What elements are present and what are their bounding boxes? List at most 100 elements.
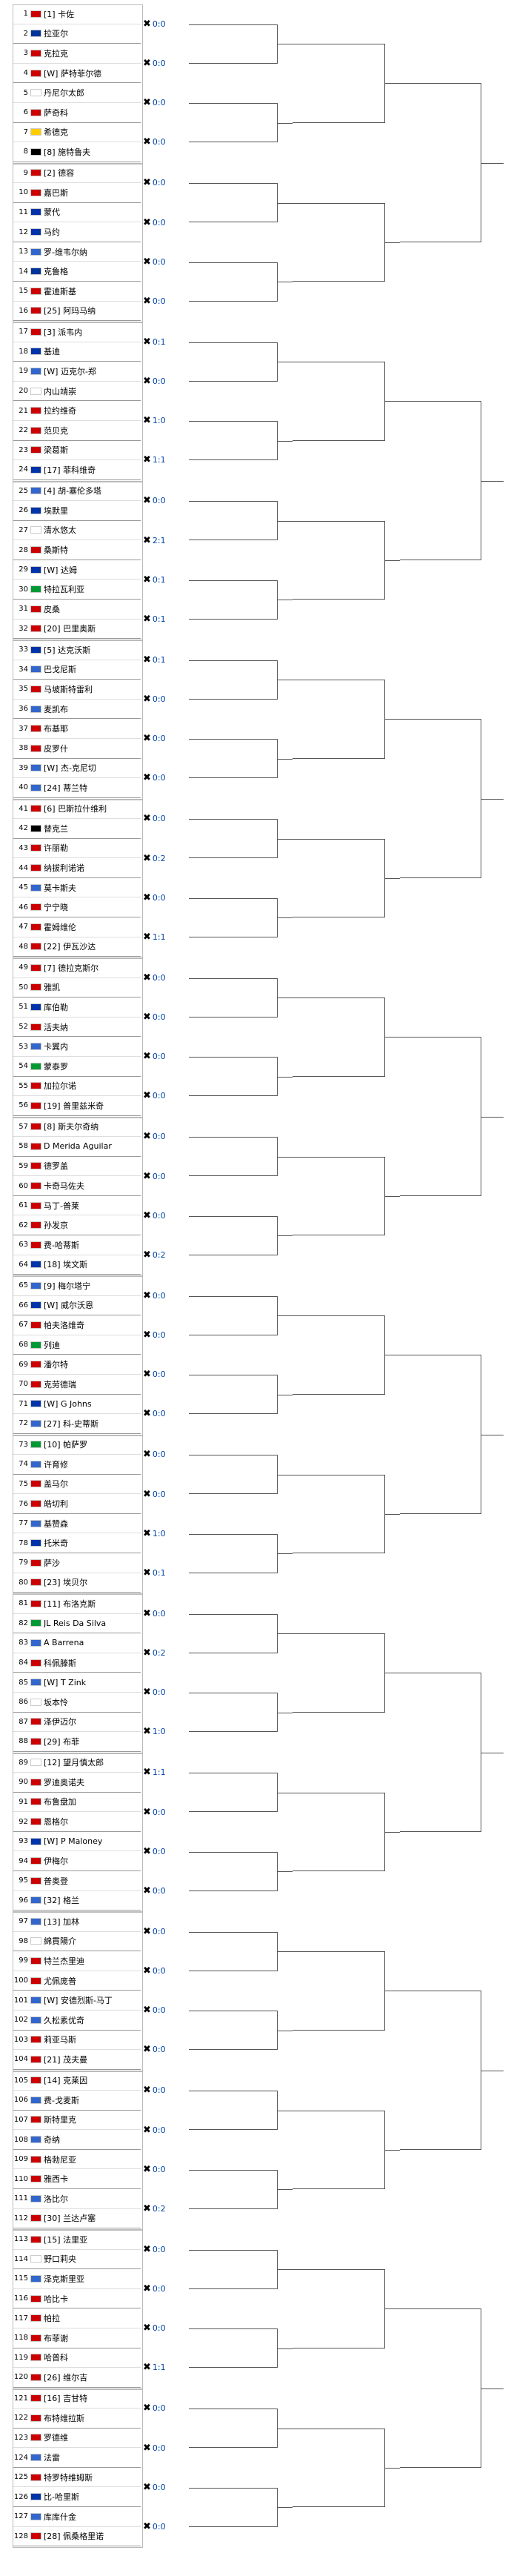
match-score[interactable]: ✖1:0 [143,411,187,431]
match-score[interactable]: ✖0:0 [143,491,187,511]
player-row[interactable]: 66[W] 威尔沃恩 [13,1296,141,1316]
player-row[interactable]: 9[2] 德容 [13,164,141,184]
player-row[interactable]: 73[10] 帕萨罗 [13,1435,141,1455]
player-row[interactable]: 24[17] 菲科维奇 [13,460,141,480]
match-score[interactable]: ✖0:2 [143,1245,187,1264]
match-score[interactable]: ✖2:1 [143,531,187,550]
player-row[interactable]: 85[W] T Zink [13,1673,141,1693]
match-score[interactable]: ✖0:1 [143,570,187,589]
player-row[interactable]: 80[23] 埃贝尔 [13,1573,141,1593]
match-score[interactable]: ✖1:0 [143,1722,187,1742]
match-score[interactable]: ✖0:0 [143,888,187,907]
match-score[interactable]: ✖0:0 [143,291,187,311]
match-score[interactable]: ✖0:0 [143,968,187,987]
player-row[interactable]: 32[20] 巴里奥斯 [13,620,141,640]
match-score[interactable]: ✖0:0 [143,1922,187,1941]
match-score[interactable]: ✖0:0 [143,14,187,33]
match-score[interactable]: ✖0:0 [143,729,187,748]
match-score[interactable]: ✖0:0 [143,1404,187,1424]
player-row[interactable]: 89[12] 望月慎太郎 [13,1753,141,1773]
player-row[interactable]: 39[W] 杰-克尼切 [13,759,141,779]
match-score[interactable]: ✖0:0 [143,1962,187,1981]
match-score[interactable]: ✖0:0 [143,1683,187,1702]
match-score[interactable]: ✖0:0 [143,2081,187,2100]
player-row[interactable]: 93[W] P Maloney [13,1832,141,1852]
match-score[interactable]: ✖0:0 [143,2040,187,2059]
player-row[interactable]: 29[W] 达姆 [13,560,141,580]
player-row[interactable]: 41[6] 巴斯拉什维利 [13,800,141,820]
match-score[interactable]: ✖0:2 [143,849,187,868]
match-score[interactable]: ✖0:0 [143,2280,187,2299]
player-row[interactable]: 104[21] 茂夫曼 [13,2050,141,2070]
match-score[interactable]: ✖0:0 [143,2399,187,2418]
match-score[interactable]: ✖0:0 [143,1445,187,1464]
match-score[interactable]: ✖0:1 [143,609,187,628]
player-row[interactable]: 33[5] 达克沃斯 [13,640,141,660]
match-score[interactable]: ✖0:0 [143,1047,187,1066]
player-row[interactable]: 25[4] 胡-塞伦多塔 [13,482,141,502]
player-row[interactable]: 64[18] 埃文斯 [13,1255,141,1275]
match-score[interactable]: ✖0:0 [143,133,187,152]
player-row[interactable]: 16[25] 阿玛马纳 [13,302,141,322]
player-row[interactable]: 121[16] 吉甘特 [13,2389,141,2409]
player-row[interactable]: 113[15] 法里亚 [13,2230,141,2250]
player-row[interactable]: 112[30] 兰达卢塞 [13,2209,141,2229]
match-score[interactable]: ✖0:0 [143,2001,187,2020]
player-row[interactable]: 96[32] 格兰 [13,1891,141,1911]
player-row[interactable]: 56[19] 普里兹米奇 [13,1096,141,1116]
match-score[interactable]: ✖0:0 [143,1881,187,1900]
match-score[interactable]: ✖0:0 [143,1365,187,1384]
player-row[interactable]: 40[24] 蒂兰特 [13,778,141,798]
player-row[interactable]: 49[7] 德拉克斯尔 [13,958,141,978]
match-score[interactable]: ✖0:2 [143,2199,187,2218]
player-row[interactable]: 120[26] 维尔吉 [13,2368,141,2388]
match-score[interactable]: ✖0:0 [143,690,187,709]
match-score[interactable]: ✖0:0 [143,2240,187,2259]
